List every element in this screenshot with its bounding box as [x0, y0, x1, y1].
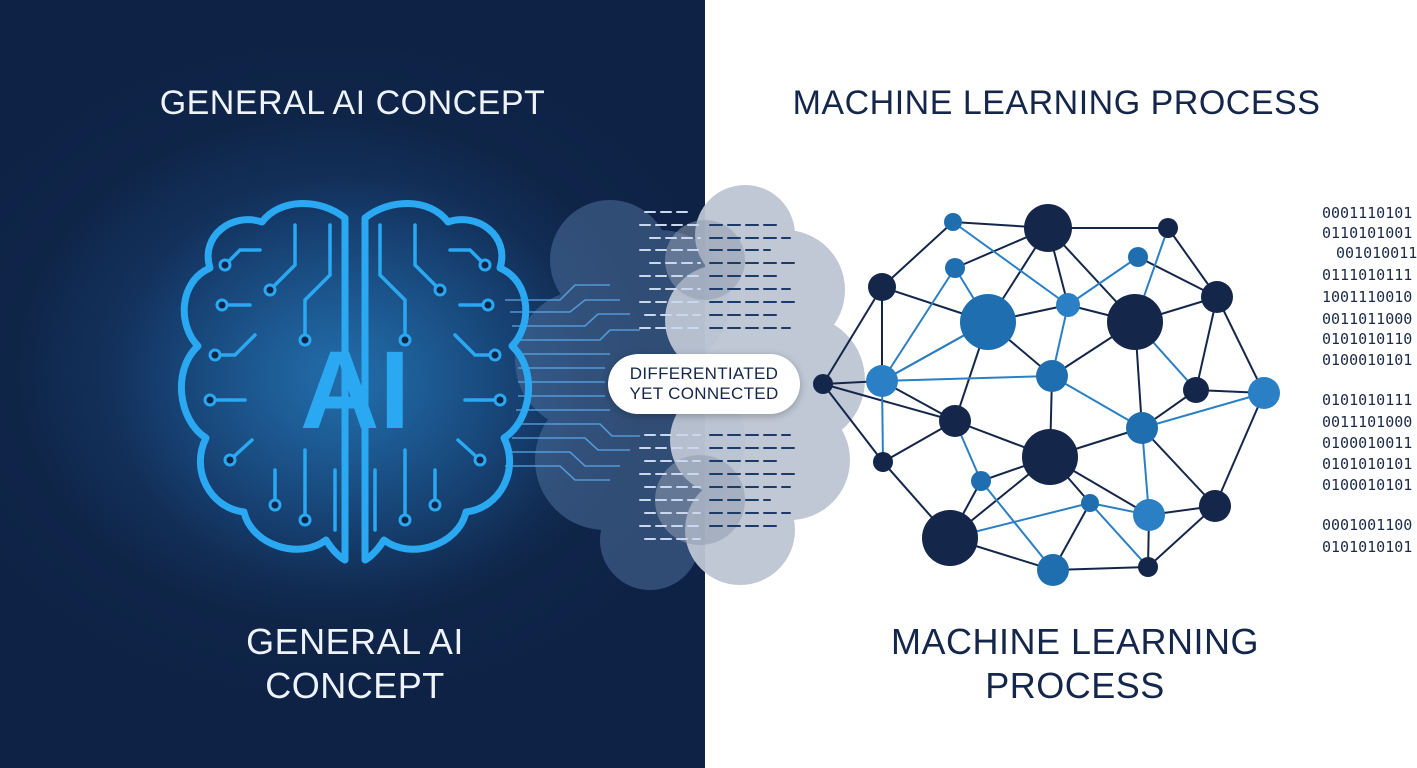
- binary-row: 1001110010: [1322, 288, 1413, 306]
- cloud-connector: [515, 185, 865, 590]
- left-bottom-title: GENERAL AI CONCEPT: [170, 620, 540, 708]
- binary-row: 0100010101: [1322, 476, 1413, 494]
- binary-row: 0110101001: [1322, 224, 1413, 242]
- network-node: [868, 273, 896, 301]
- code-lines: [639, 211, 801, 540]
- network-node: [1107, 294, 1163, 350]
- network-node: [944, 213, 962, 231]
- binary-row: 0001110101: [1322, 204, 1413, 222]
- right-bottom-title: MACHINE LEARNING PROCESS: [850, 620, 1300, 708]
- network-node: [1133, 499, 1165, 531]
- right-bottom-title-line1: MACHINE LEARNING: [890, 621, 1260, 662]
- network-node: [1201, 281, 1233, 313]
- network-node: [1183, 377, 1209, 403]
- badge-line1: DIFFERENTIATED: [629, 364, 779, 383]
- network-node: [866, 365, 898, 397]
- network-node: [945, 258, 965, 278]
- network-node: [1037, 554, 1069, 586]
- network-node: [939, 405, 971, 437]
- left-bottom-title-line2: CONCEPT: [265, 665, 445, 706]
- brain-circuit-nodes: [203, 258, 507, 527]
- binary-row: 0011011000: [1322, 310, 1413, 328]
- network-node: [873, 452, 893, 472]
- brain-icon: [177, 200, 533, 564]
- network-node: [1036, 360, 1068, 392]
- binary-row: 0111010111: [1322, 266, 1413, 284]
- network-node: [1248, 377, 1280, 409]
- network-node: [1138, 557, 1158, 577]
- binary-row: 0001001100: [1322, 516, 1413, 534]
- binary-row: 0100010101: [1322, 351, 1413, 369]
- binary-row: 0100010011: [1322, 434, 1413, 452]
- brain-ai-label: AI: [300, 329, 410, 452]
- network-node: [1056, 293, 1080, 317]
- binary-row: 0101010110: [1322, 330, 1413, 348]
- badge-line2: YET CONNECTED: [629, 384, 779, 403]
- network-node: [1128, 247, 1148, 267]
- network-node: [960, 294, 1016, 350]
- network-node: [971, 471, 991, 491]
- brain-circuits: [208, 223, 502, 532]
- connection-badge: DIFFERENTIATED YET CONNECTED: [608, 354, 800, 414]
- binary-row: 0101010111: [1322, 391, 1413, 409]
- right-top-title: MACHINE LEARNING PROCESS: [792, 84, 1321, 122]
- binary-row: 0101010101: [1322, 538, 1413, 556]
- brain-circuit-traces: [505, 284, 640, 481]
- right-bottom-title-line2: PROCESS: [985, 665, 1165, 706]
- network-node: [1158, 218, 1178, 238]
- left-bottom-title-line1: GENERAL AI: [246, 621, 464, 662]
- network-node: [1024, 204, 1072, 252]
- brain-glow: [115, 175, 595, 595]
- network-node: [813, 374, 833, 394]
- network-node: [1126, 412, 1158, 444]
- left-top-title: GENERAL AI CONCEPT: [159, 84, 546, 122]
- binary-row: 0011101000: [1322, 413, 1413, 431]
- network-node: [1022, 429, 1078, 485]
- network-node: [1081, 494, 1099, 512]
- binary-row: 0101010101: [1322, 455, 1413, 473]
- network-node: [922, 510, 978, 566]
- network-node: [1199, 490, 1231, 522]
- binary-row: 001010011: [1336, 244, 1417, 262]
- network-nodes: [813, 204, 1280, 586]
